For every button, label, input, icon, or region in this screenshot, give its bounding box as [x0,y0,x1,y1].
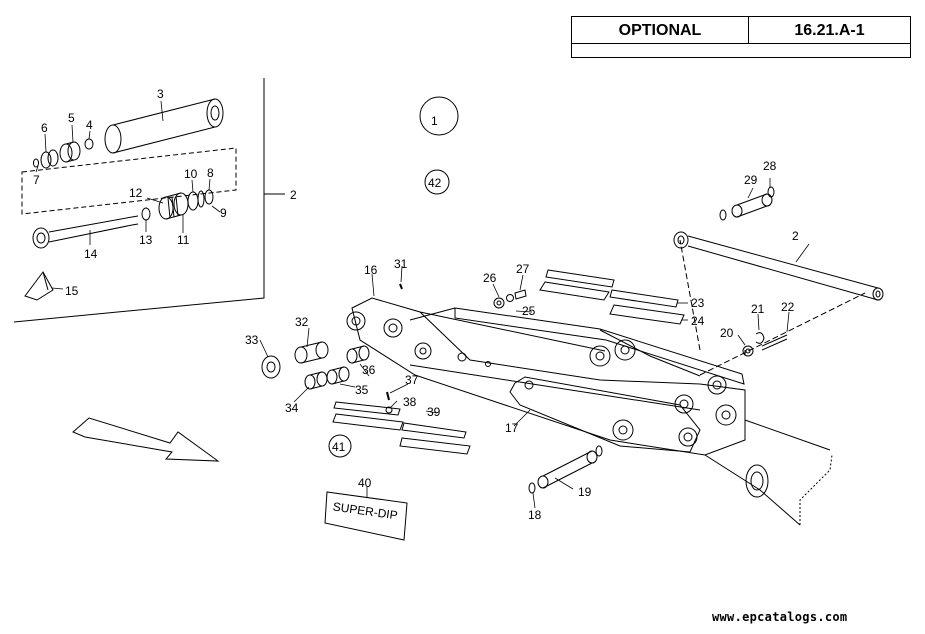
part-label: 31 [394,257,408,271]
part-label: 16 [364,263,378,277]
part-label: 14 [84,247,98,261]
part-label: 6 [41,121,48,135]
part-label: 3 [157,87,164,101]
part-label: 4 [86,118,93,132]
circled-label-1: 1 [431,114,438,128]
wear-pads [332,269,685,455]
part-label: 27 [516,262,530,276]
part-label: 36 [362,363,376,377]
circled-ref-42 [424,169,450,195]
part-label: 35 [355,383,369,397]
part-label: 20 [720,326,734,340]
part-label: 25 [522,304,536,318]
part-label: 10 [184,167,198,181]
part-label: 2 [792,229,799,243]
part-label: 24 [691,314,705,328]
part-label: 17 [505,421,519,435]
super-dip-plate [324,491,408,541]
part-label: 22 [781,300,795,314]
part-label: 29 [744,173,758,187]
title-block-row: OPTIONAL 16.21.A-1 [572,17,910,44]
part-label: 13 [139,233,153,247]
inset-leaders [35,100,221,290]
part-label: 7 [33,173,40,187]
main-leaders [259,178,810,509]
circled-ref-1 [419,96,459,136]
cylinder-inset [13,78,285,323]
part-labels: 1 42 41 SUPER-DIP 2 3 4 5 6 7 8 9 10 11 … [33,87,799,522]
part-label: 37 [405,373,419,387]
pin-19 [528,445,603,494]
cylinder-barrel [104,98,224,154]
part-label: 5 [68,111,75,125]
part-label: 38 [403,395,417,409]
plate-text: SUPER-DIP [332,500,399,523]
part-label: 26 [483,271,497,285]
piston-rod [32,215,139,249]
part-label: 15 [65,284,79,298]
part-label: 40 [358,476,372,490]
front-direction-arrow [72,417,220,462]
title-block: OPTIONAL 16.21.A-1 [571,16,911,58]
part-label: 2 [290,188,297,202]
watermark: www.epcatalogs.com [712,610,848,624]
circled-label-42: 42 [428,176,442,190]
pin-29 [719,186,775,221]
part-label: 39 [427,405,441,419]
part-label: 9 [220,206,227,220]
part-label: 8 [207,166,214,180]
part-label: 19 [578,485,592,499]
part-label: 11 [177,233,190,247]
section-label: OPTIONAL [572,17,749,44]
part-label: 18 [528,508,542,522]
circled-ref-41 [328,434,352,458]
page-code: 16.21.A-1 [794,22,865,39]
part-label: 33 [245,333,259,347]
bushings [261,341,370,390]
circled-label-41: 41 [332,440,346,454]
part-label: 23 [691,296,705,310]
part-label: 28 [763,159,777,173]
pivot-pin [673,231,884,301]
dipper-arm-assembly [346,239,866,526]
part-label: 12 [129,186,143,200]
part-label: 32 [295,315,309,329]
part-label: 21 [751,302,765,316]
part-label: 34 [285,401,299,415]
